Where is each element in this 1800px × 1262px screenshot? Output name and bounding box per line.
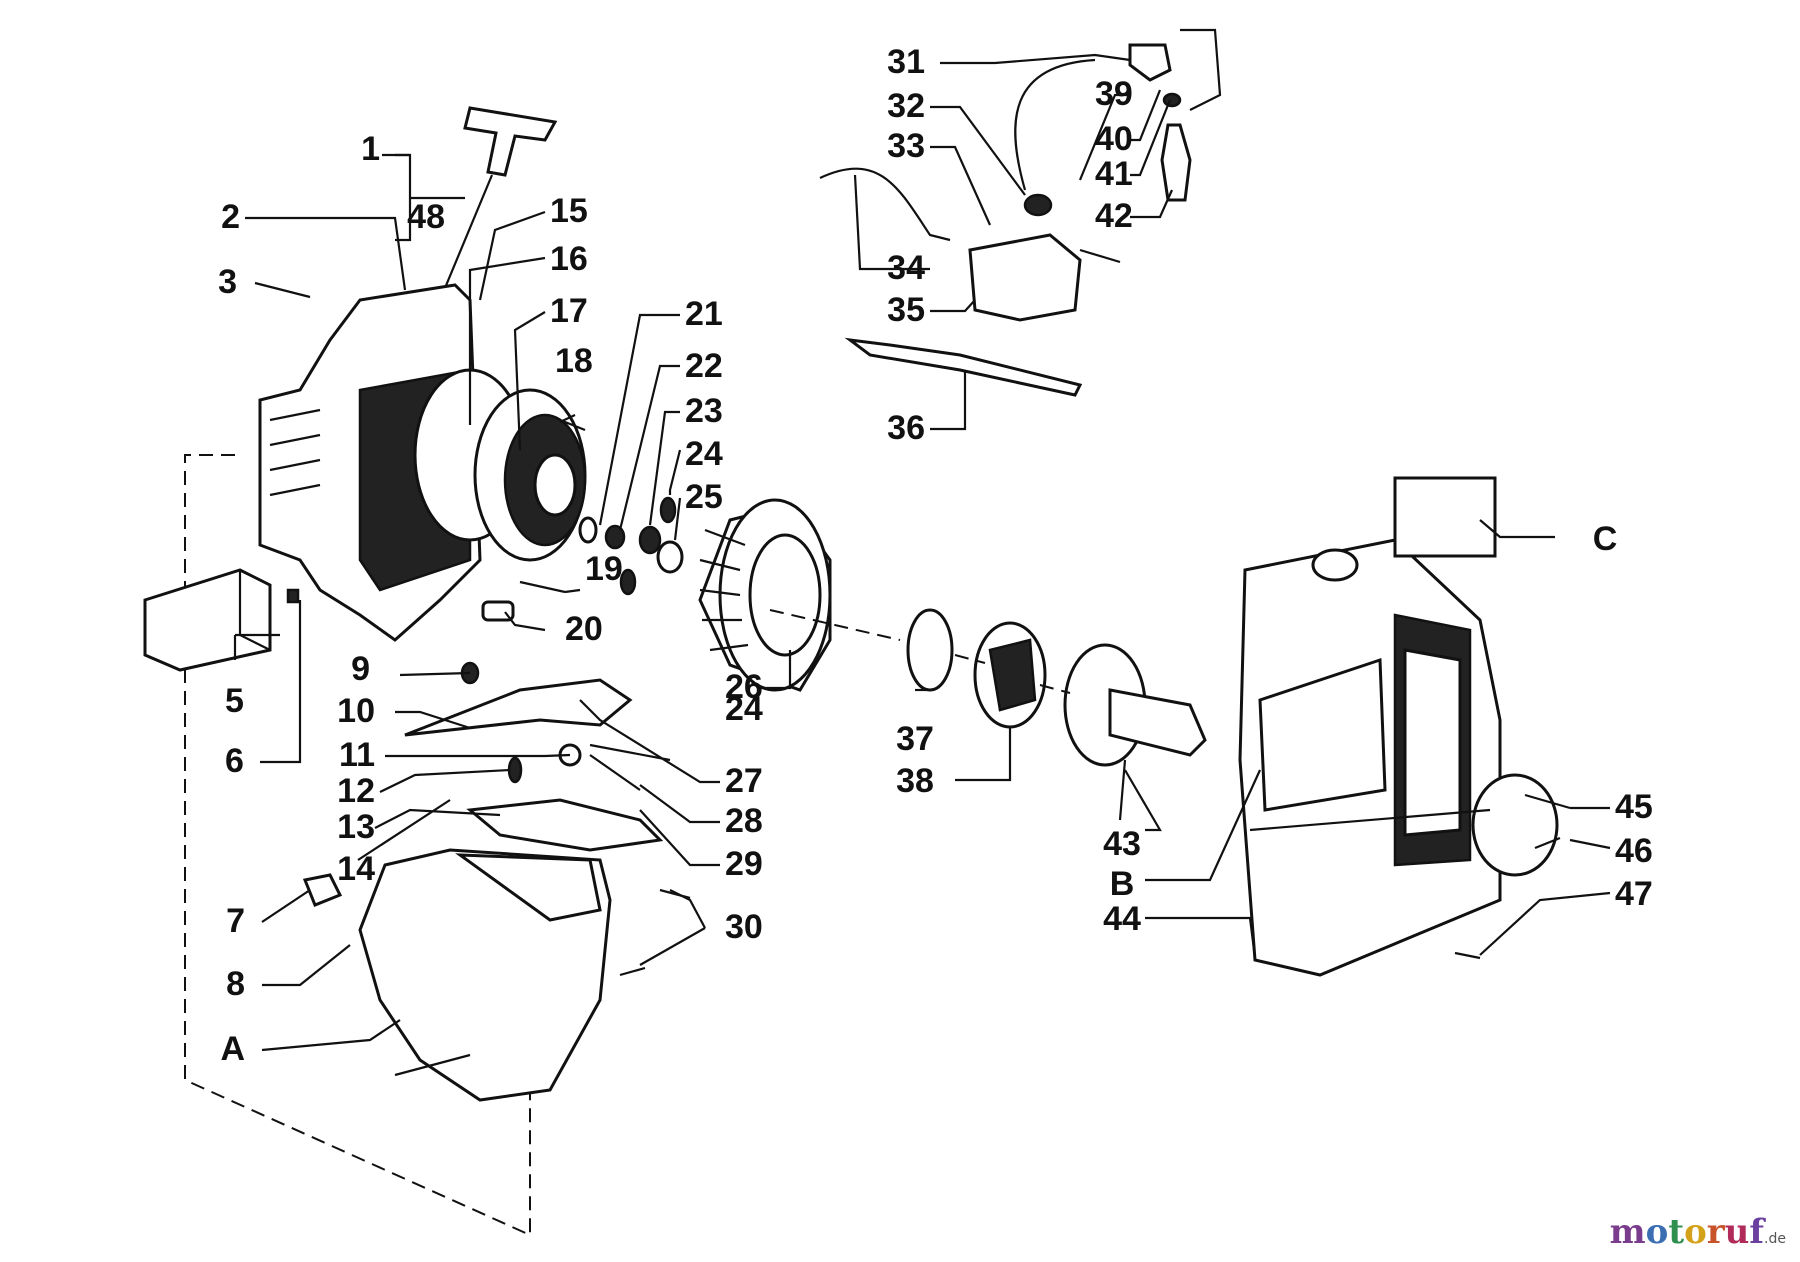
assembly-dashed-outline bbox=[184, 454, 531, 1237]
label-13: 13 bbox=[337, 808, 375, 846]
lower-housing bbox=[358, 848, 612, 1102]
label-12: 12 bbox=[337, 772, 375, 810]
screw-3 bbox=[254, 281, 311, 299]
label-41: 41 bbox=[1095, 155, 1133, 193]
label-9: 9 bbox=[351, 650, 370, 688]
knob-7 bbox=[302, 873, 343, 907]
label-38: 38 bbox=[896, 762, 934, 800]
watermark-letter: t bbox=[1668, 1212, 1685, 1252]
label-32: 32 bbox=[887, 87, 925, 125]
label-29: 29 bbox=[725, 845, 763, 883]
label-B: B bbox=[1110, 865, 1135, 903]
callout-labels: 1 48 2 3 15 16 17 18 21 22 23 24 25 19 2… bbox=[218, 43, 1653, 1068]
label-33: 33 bbox=[887, 127, 925, 165]
label-48: 48 bbox=[407, 198, 445, 236]
label-16: 16 bbox=[550, 240, 588, 278]
watermark: motoruf.de bbox=[1610, 1212, 1786, 1252]
screw-30b bbox=[619, 966, 646, 977]
label-26: 26 bbox=[725, 668, 763, 706]
clip-6 bbox=[286, 588, 300, 604]
label-14: 14 bbox=[337, 850, 375, 888]
label-8: 8 bbox=[226, 965, 245, 1003]
label-27: 27 bbox=[725, 762, 763, 800]
ground-wire bbox=[819, 167, 951, 242]
screw-47 bbox=[1454, 951, 1481, 960]
label-10: 10 bbox=[337, 692, 375, 730]
screw-18 bbox=[559, 418, 586, 432]
screw-46 bbox=[1534, 836, 1561, 850]
screw-45 bbox=[1524, 793, 1571, 810]
hv-cable bbox=[1014, 58, 1096, 191]
screw-19 bbox=[519, 580, 566, 594]
label-19: 19 bbox=[585, 550, 623, 588]
label-3: 3 bbox=[218, 263, 237, 301]
throttle-levers bbox=[404, 661, 671, 852]
label-A: A bbox=[220, 1030, 245, 1068]
label-22: 22 bbox=[685, 347, 723, 385]
label-28: 28 bbox=[725, 802, 763, 840]
label-30: 30 bbox=[725, 908, 763, 946]
label-15: 15 bbox=[550, 192, 588, 230]
clutch-drum bbox=[1063, 643, 1207, 767]
watermark-letter: f bbox=[1749, 1212, 1765, 1252]
label-7: 7 bbox=[226, 902, 245, 940]
label-21: 21 bbox=[685, 295, 723, 333]
filter-block bbox=[143, 568, 272, 672]
label-39: 39 bbox=[1095, 75, 1133, 113]
label-43: 43 bbox=[1103, 825, 1141, 863]
watermark-letter: m bbox=[1609, 1212, 1646, 1252]
leader-lines bbox=[233, 28, 1611, 1052]
starter-handle bbox=[438, 106, 558, 301]
watermark-letter: o bbox=[1684, 1212, 1707, 1252]
spark-plug-cap bbox=[1128, 43, 1172, 82]
clutch-washer bbox=[906, 608, 954, 692]
label-42: 42 bbox=[1095, 197, 1133, 235]
label-25: 25 bbox=[685, 478, 723, 516]
label-44: 44 bbox=[1103, 900, 1141, 938]
label-18: 18 bbox=[555, 342, 593, 380]
label-35: 35 bbox=[887, 291, 925, 329]
label-24a: 24 bbox=[685, 435, 723, 473]
assembly-axis bbox=[769, 609, 1071, 694]
bushing-20 bbox=[481, 600, 515, 622]
label-17: 17 bbox=[550, 292, 588, 330]
label-40: 40 bbox=[1095, 120, 1133, 158]
label-6: 6 bbox=[225, 742, 244, 780]
label-34: 34 bbox=[887, 249, 925, 287]
label-1: 1 bbox=[361, 130, 380, 168]
label-36: 36 bbox=[887, 409, 925, 447]
label-24b: 24 bbox=[725, 690, 763, 728]
watermark-tld: .de bbox=[1764, 1231, 1786, 1247]
ignition-module bbox=[968, 193, 1121, 322]
decal-c bbox=[1393, 476, 1497, 558]
label-11: 11 bbox=[339, 736, 375, 774]
label-C: C bbox=[1593, 520, 1618, 558]
kill-switch-plate bbox=[844, 337, 1083, 397]
label-20: 20 bbox=[565, 610, 603, 648]
fuel-tank-housing bbox=[1238, 538, 1559, 977]
label-5: 5 bbox=[225, 682, 244, 720]
watermark-letter: o bbox=[1645, 1212, 1669, 1252]
label-37: 37 bbox=[896, 720, 934, 758]
label-45: 45 bbox=[1615, 788, 1653, 826]
label-47: 47 bbox=[1615, 875, 1653, 913]
label-23: 23 bbox=[685, 392, 723, 430]
washer-nut-stack bbox=[578, 496, 684, 596]
label-31: 31 bbox=[887, 43, 925, 81]
watermark-letter: u bbox=[1724, 1212, 1750, 1252]
spark-plug bbox=[1160, 92, 1192, 202]
flywheel bbox=[698, 498, 832, 692]
clutch-shoes bbox=[973, 621, 1047, 729]
watermark-letter: r bbox=[1706, 1212, 1725, 1252]
label-46: 46 bbox=[1615, 832, 1653, 870]
label-2: 2 bbox=[221, 198, 240, 236]
recoil-pulley bbox=[413, 368, 587, 562]
